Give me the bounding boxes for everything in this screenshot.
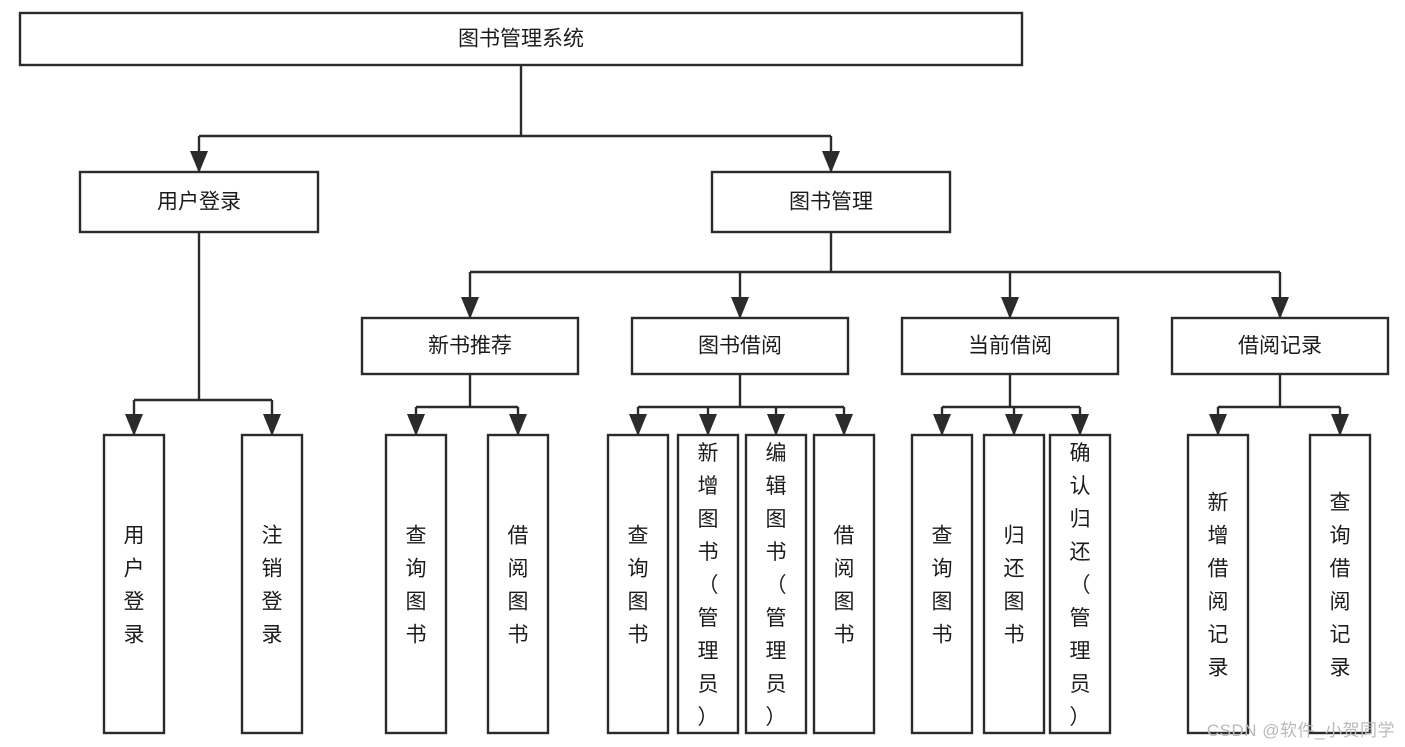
node-label-leaf-edit-book: 编辑图书（管理员） bbox=[766, 442, 787, 729]
node-borrow-record[interactable]: 借阅记录 bbox=[1170, 316, 1390, 376]
node-box-book-borrow[interactable] bbox=[630, 316, 850, 376]
node-label-leaf-borrow-book-2: 借阅图书 bbox=[834, 524, 855, 646]
node-box-leaf-query-book-2[interactable] bbox=[606, 433, 670, 735]
node-leaf-query-book-2[interactable]: 查询图书 bbox=[606, 433, 670, 735]
node-label-root: 图书管理系统 bbox=[458, 28, 584, 51]
node-leaf-query-book-1[interactable]: 查询图书 bbox=[384, 433, 448, 735]
node-leaf-logout[interactable]: 注销登录 bbox=[240, 433, 304, 735]
arrow-head-icon bbox=[1001, 297, 1019, 319]
node-box-leaf-query-record[interactable] bbox=[1308, 433, 1372, 735]
node-label-leaf-confirm-return: 确认归还（管理员） bbox=[1070, 442, 1091, 729]
node-box-leaf-query-book-3[interactable] bbox=[910, 433, 974, 735]
node-box-leaf-logout[interactable] bbox=[240, 433, 304, 735]
node-box-leaf-borrow-book-1[interactable] bbox=[486, 433, 550, 735]
arrow-head-icon bbox=[1271, 297, 1289, 319]
node-box-leaf-add-book[interactable] bbox=[676, 433, 740, 735]
arrow-head-icon bbox=[1209, 414, 1227, 436]
node-layer: 图书管理系统用户登录图书管理新书推荐图书借阅当前借阅借阅记录用户登录注销登录查询… bbox=[18, 11, 1390, 735]
node-label-leaf-borrow-book-1: 借阅图书 bbox=[508, 524, 529, 646]
node-box-root[interactable] bbox=[18, 11, 1024, 67]
node-box-current-borrow[interactable] bbox=[900, 316, 1120, 376]
node-leaf-add-record[interactable]: 新增借阅记录 bbox=[1186, 433, 1250, 735]
node-label-book-borrow: 图书借阅 bbox=[698, 335, 782, 358]
node-box-borrow-record[interactable] bbox=[1170, 316, 1390, 376]
node-user-login[interactable]: 用户登录 bbox=[78, 170, 320, 234]
arrow-head-icon bbox=[1331, 414, 1349, 436]
node-leaf-query-record[interactable]: 查询借阅记录 bbox=[1308, 433, 1372, 735]
node-label-leaf-add-record: 新增借阅记录 bbox=[1208, 491, 1229, 679]
node-leaf-query-book-3[interactable]: 查询图书 bbox=[910, 433, 974, 735]
arrow-head-icon bbox=[1071, 414, 1089, 436]
node-label-leaf-return-book: 归还图书 bbox=[1004, 524, 1025, 646]
arrow-head-icon bbox=[629, 414, 647, 436]
node-box-new-book-rec[interactable] bbox=[360, 316, 580, 376]
arrow-head-icon bbox=[509, 414, 527, 436]
arrow-head-icon bbox=[190, 151, 208, 173]
connector-layer bbox=[125, 65, 1349, 436]
node-label-borrow-record: 借阅记录 bbox=[1238, 335, 1322, 358]
arrow-head-icon bbox=[731, 297, 749, 319]
node-label-leaf-add-book: 新增图书（管理员） bbox=[698, 442, 719, 729]
node-label-leaf-query-book-3: 查询图书 bbox=[932, 524, 953, 646]
node-label-leaf-query-record: 查询借阅记录 bbox=[1330, 491, 1351, 679]
node-label-leaf-query-book-1: 查询图书 bbox=[406, 524, 427, 646]
node-book-manage[interactable]: 图书管理 bbox=[710, 170, 952, 234]
node-label-leaf-logout: 注销登录 bbox=[262, 524, 283, 646]
arrow-head-icon bbox=[461, 297, 479, 319]
node-box-book-manage[interactable] bbox=[710, 170, 952, 234]
node-box-leaf-add-record[interactable] bbox=[1186, 433, 1250, 735]
node-label-current-borrow: 当前借阅 bbox=[968, 335, 1052, 358]
node-leaf-confirm-return[interactable]: 确认归还（管理员） bbox=[1048, 433, 1112, 735]
arrow-head-icon bbox=[1005, 414, 1023, 436]
node-leaf-borrow-book-1[interactable]: 借阅图书 bbox=[486, 433, 550, 735]
node-current-borrow[interactable]: 当前借阅 bbox=[900, 316, 1120, 376]
node-new-book-rec[interactable]: 新书推荐 bbox=[360, 316, 580, 376]
node-box-leaf-query-book-1[interactable] bbox=[384, 433, 448, 735]
arrow-head-icon bbox=[125, 414, 143, 436]
arrow-head-icon bbox=[822, 151, 840, 173]
node-box-leaf-edit-book[interactable] bbox=[744, 433, 808, 735]
arrow-head-icon bbox=[835, 414, 853, 436]
node-box-leaf-borrow-book-2[interactable] bbox=[812, 433, 876, 735]
arrow-head-icon bbox=[407, 414, 425, 436]
node-label-leaf-user-login: 用户登录 bbox=[124, 524, 145, 646]
node-box-leaf-return-book[interactable] bbox=[982, 433, 1046, 735]
node-leaf-borrow-book-2[interactable]: 借阅图书 bbox=[812, 433, 876, 735]
node-label-user-login: 用户登录 bbox=[157, 191, 241, 214]
node-root[interactable]: 图书管理系统 bbox=[18, 11, 1024, 67]
node-leaf-edit-book[interactable]: 编辑图书（管理员） bbox=[744, 433, 808, 735]
node-label-leaf-query-book-2: 查询图书 bbox=[628, 524, 649, 646]
arrow-head-icon bbox=[767, 414, 785, 436]
node-leaf-add-book[interactable]: 新增图书（管理员） bbox=[676, 433, 740, 735]
node-leaf-return-book[interactable]: 归还图书 bbox=[982, 433, 1046, 735]
arrow-head-icon bbox=[933, 414, 951, 436]
node-label-new-book-rec: 新书推荐 bbox=[428, 335, 512, 358]
arrow-head-icon bbox=[699, 414, 717, 436]
node-box-user-login[interactable] bbox=[78, 170, 320, 234]
node-box-leaf-user-login[interactable] bbox=[102, 433, 166, 735]
node-book-borrow[interactable]: 图书借阅 bbox=[630, 316, 850, 376]
node-box-leaf-confirm-return[interactable] bbox=[1048, 433, 1112, 735]
node-leaf-user-login[interactable]: 用户登录 bbox=[102, 433, 166, 735]
arrow-head-icon bbox=[263, 414, 281, 436]
node-label-book-manage: 图书管理 bbox=[789, 191, 873, 214]
